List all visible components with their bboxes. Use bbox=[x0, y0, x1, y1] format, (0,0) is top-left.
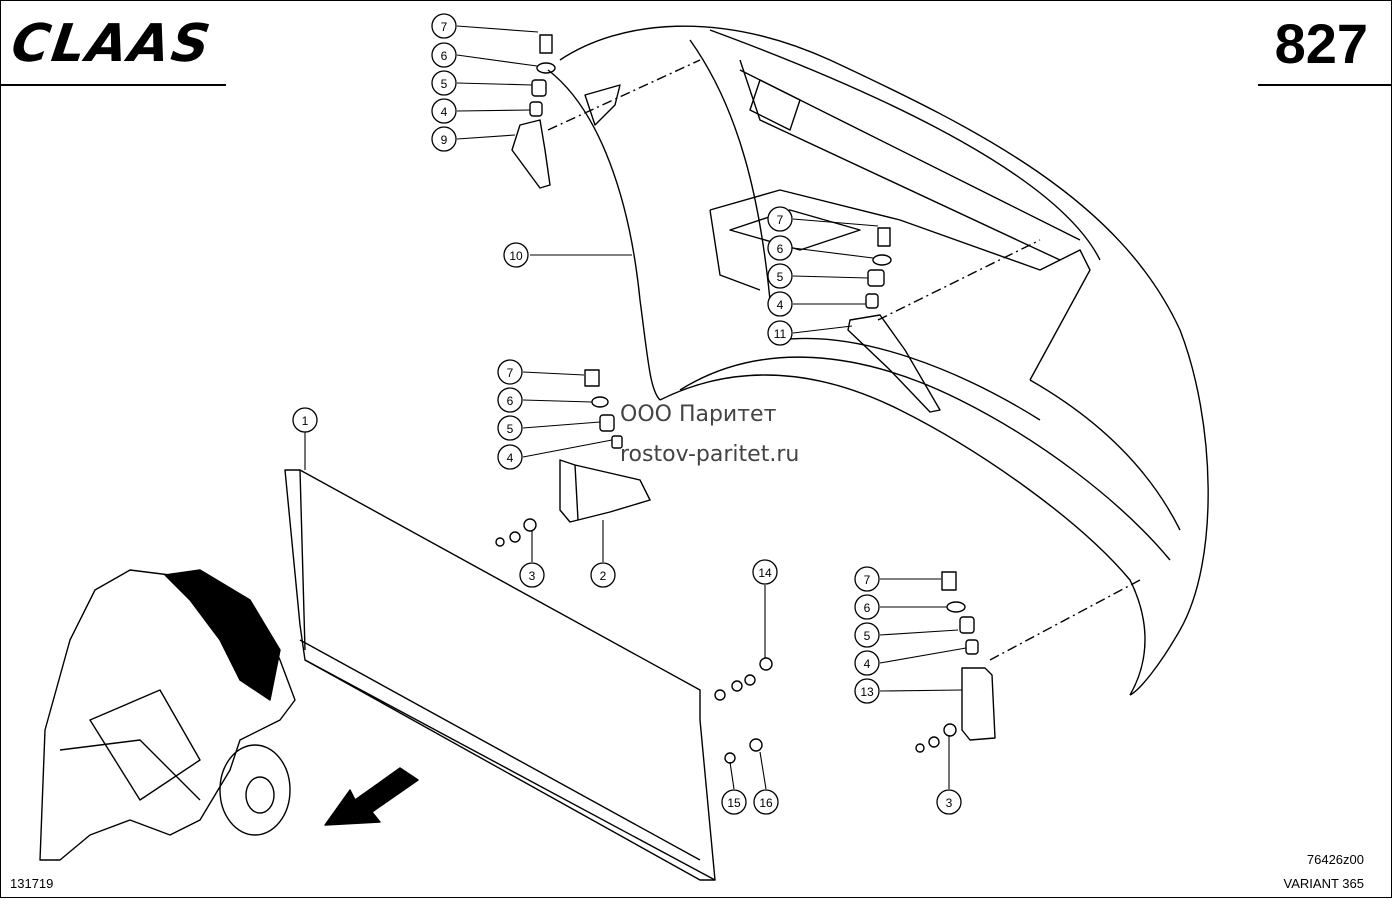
callout-5: 5 bbox=[497, 415, 523, 441]
callout-balloon bbox=[753, 789, 779, 815]
callout-label: 6 bbox=[507, 394, 514, 408]
watermark-company: ООО Паритет bbox=[620, 402, 777, 427]
callout-balloon bbox=[854, 594, 880, 620]
callout-balloon bbox=[767, 206, 793, 232]
bracket-13 bbox=[961, 667, 996, 741]
callout-label: 6 bbox=[777, 242, 784, 256]
callout-balloon bbox=[854, 622, 880, 648]
callout-13: 13 bbox=[854, 678, 880, 704]
callout-label: 4 bbox=[441, 105, 448, 119]
callout-16: 16 bbox=[753, 789, 779, 815]
callout-balloon bbox=[497, 387, 523, 413]
callout-label: 4 bbox=[777, 298, 784, 312]
callout-10: 10 bbox=[503, 242, 529, 268]
callout-balloon bbox=[431, 42, 457, 68]
callout-label: 6 bbox=[441, 49, 448, 63]
callout-label: 7 bbox=[507, 366, 514, 380]
callout-balloon bbox=[767, 263, 793, 289]
cover-outer-edge bbox=[559, 25, 1209, 696]
callout-label: 6 bbox=[864, 601, 871, 615]
callout-label: 4 bbox=[507, 451, 514, 465]
callout-label: 10 bbox=[509, 249, 523, 263]
callout-balloon bbox=[431, 70, 457, 96]
callout-balloon bbox=[590, 562, 616, 588]
callout-4: 4 bbox=[854, 650, 880, 676]
callout-label: 9 bbox=[441, 133, 448, 147]
callout-4: 4 bbox=[767, 291, 793, 317]
watermark-url: rostov-paritet.ru bbox=[620, 442, 800, 467]
callout-balloon bbox=[497, 415, 523, 441]
header-rule-right bbox=[1258, 84, 1392, 86]
bracket-11 bbox=[847, 314, 941, 413]
callout-5: 5 bbox=[431, 70, 457, 96]
header-rule-left bbox=[0, 84, 226, 86]
callout-7: 7 bbox=[497, 359, 523, 385]
callout-label: 5 bbox=[864, 629, 871, 643]
callout-9: 9 bbox=[431, 126, 457, 152]
callout-label: 13 bbox=[860, 685, 874, 699]
callout-balloon bbox=[767, 291, 793, 317]
callout-label: 7 bbox=[864, 573, 871, 587]
callout-balloon bbox=[767, 235, 793, 261]
callout-7: 7 bbox=[854, 566, 880, 592]
callout-balloon bbox=[854, 566, 880, 592]
callout-7: 7 bbox=[431, 13, 457, 39]
model-name: VARIANT 365 bbox=[1283, 876, 1364, 891]
callout-label: 5 bbox=[777, 270, 784, 284]
baler-overview bbox=[39, 569, 296, 861]
drawing-code-left: 131719 bbox=[10, 876, 54, 891]
direction-arrow bbox=[324, 767, 419, 826]
callout-4: 4 bbox=[431, 98, 457, 124]
callout-balloon bbox=[752, 559, 778, 585]
callout-6: 6 bbox=[431, 42, 457, 68]
callout-5: 5 bbox=[854, 622, 880, 648]
callout-4: 4 bbox=[497, 444, 523, 470]
callout-balloon bbox=[431, 98, 457, 124]
callout-6: 6 bbox=[497, 387, 523, 413]
callout-label: 1 bbox=[302, 414, 309, 428]
callout-label: 15 bbox=[727, 796, 741, 810]
page-number: 827 bbox=[1274, 12, 1368, 75]
callout-label: 3 bbox=[946, 796, 953, 810]
callout-6: 6 bbox=[767, 235, 793, 261]
callout-5: 5 bbox=[767, 263, 793, 289]
callout-balloon bbox=[497, 444, 523, 470]
drawing-code-right: 76426z00 bbox=[1306, 852, 1364, 867]
callout-11: 11 bbox=[767, 320, 793, 346]
callout-balloon bbox=[503, 242, 529, 268]
callout-3: 3 bbox=[519, 562, 545, 588]
callout-balloon bbox=[431, 126, 457, 152]
callout-15: 15 bbox=[721, 789, 747, 815]
callout-balloon bbox=[854, 650, 880, 676]
callout-balloon bbox=[854, 678, 880, 704]
callout-1: 1 bbox=[292, 407, 318, 433]
callout-label: 11 bbox=[774, 327, 787, 341]
callout-3: 3 bbox=[936, 789, 962, 815]
callout-label: 14 bbox=[758, 566, 772, 580]
cover-inner-edge bbox=[547, 69, 661, 401]
callout-label: 5 bbox=[441, 77, 448, 91]
callout-balloon bbox=[292, 407, 318, 433]
callout-balloon bbox=[936, 789, 962, 815]
callout-balloon bbox=[721, 789, 747, 815]
bracket-9 bbox=[511, 119, 551, 189]
callout-label: 7 bbox=[777, 213, 784, 227]
callout-balloon bbox=[497, 359, 523, 385]
callout-balloon bbox=[431, 13, 457, 39]
bracket-2 bbox=[559, 459, 651, 523]
callout-label: 7 bbox=[441, 20, 448, 34]
callout-label: 3 bbox=[529, 569, 536, 583]
callout-14: 14 bbox=[752, 559, 778, 585]
callout-label: 2 bbox=[600, 569, 607, 583]
callout-label: 4 bbox=[864, 657, 871, 671]
callout-2: 2 bbox=[590, 562, 616, 588]
callout-6: 6 bbox=[854, 594, 880, 620]
callout-label: 16 bbox=[759, 796, 773, 810]
callout-7: 7 bbox=[767, 206, 793, 232]
callout-label: 5 bbox=[507, 422, 514, 436]
callout-balloon bbox=[767, 320, 793, 346]
callout-balloon bbox=[519, 562, 545, 588]
